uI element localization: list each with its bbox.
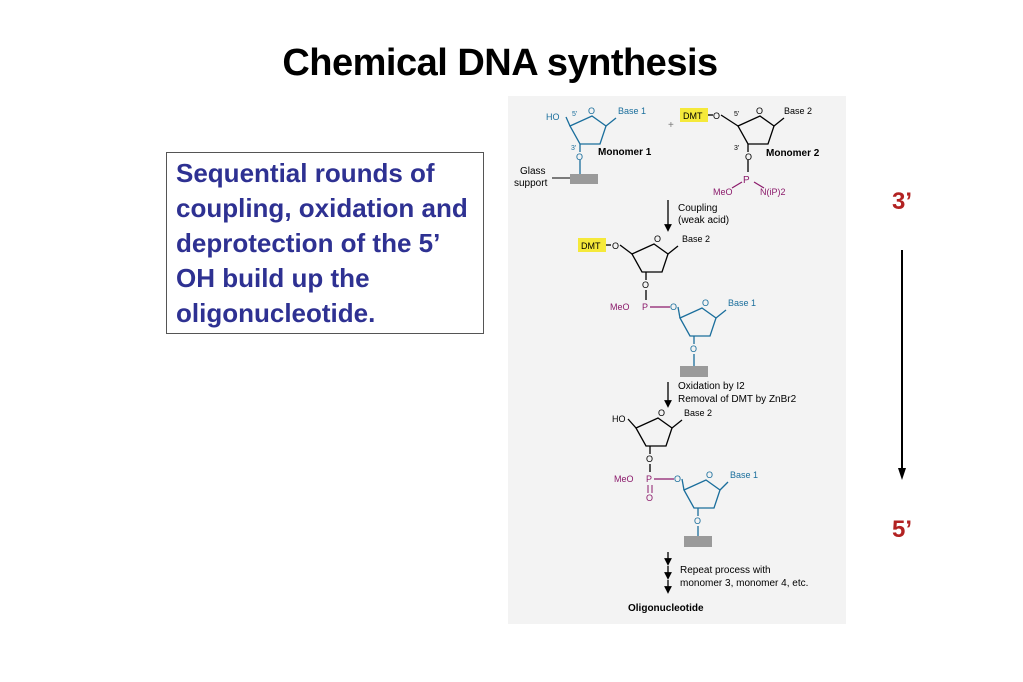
ho-label-d2: HO — [612, 414, 626, 424]
p-label-d2: P — [646, 474, 652, 484]
glass-label-2: support — [514, 178, 548, 189]
meo-label-d2: MeO — [614, 474, 634, 484]
dmt-badge-1 — [680, 108, 708, 122]
nip2-label: N(iP)2 — [760, 187, 786, 197]
prime3-label-m2: 3’ — [734, 145, 740, 152]
description-box — [166, 152, 484, 334]
step2-label-2: Removal of DMT by ZnBr2 — [678, 394, 797, 405]
o-support-d2: O — [694, 516, 701, 526]
o-link-d1: O — [670, 302, 677, 312]
plus-sign: + — [668, 120, 674, 131]
o-3prime-m2: O — [745, 152, 752, 162]
ring-o-label-d2: O — [658, 408, 665, 418]
o-label: O — [576, 152, 583, 162]
ho-label: HO — [546, 112, 560, 122]
direction-arrow — [898, 250, 906, 480]
support-block-d2 — [684, 536, 712, 547]
monomer-2 — [708, 114, 785, 172]
dinucleotide-upper — [606, 243, 679, 300]
deprotected-upper — [627, 417, 683, 472]
monomer1-label: Monomer 1 — [598, 147, 652, 158]
ring-o-label-m2: O — [756, 106, 763, 116]
base1-label-d2: Base 1 — [730, 470, 758, 480]
dmt-label-2: DMT — [581, 241, 601, 251]
dmt-label-1: DMT — [683, 111, 703, 121]
direction-end-label: 5’ — [892, 516, 913, 543]
ring-o-label: O — [588, 106, 595, 116]
o-label-d1: O — [612, 241, 619, 251]
base2-label-d2: Base 2 — [684, 408, 712, 418]
step1-label-2: (weak acid) — [678, 215, 729, 226]
prime5-label: 5’ — [572, 111, 578, 118]
p-label-m2: P — [743, 175, 750, 186]
slide-title: Chemical DNA synthesis — [282, 42, 718, 84]
glass-label-1: Glass — [520, 166, 546, 177]
oxo-label-d2: O — [646, 493, 653, 503]
monomer2-label: Monomer 2 — [766, 148, 820, 159]
o-link-d2: O — [674, 474, 681, 484]
ring-o-label-d1b: O — [702, 298, 709, 308]
dinucleotide-lower — [677, 306, 727, 366]
step3-label-2: monomer 3, monomer 4, etc. — [680, 578, 808, 589]
prime3-label: 3’ — [571, 145, 577, 152]
step3-label-1: Repeat process with — [680, 565, 771, 576]
base1-label-d1: Base 1 — [728, 298, 756, 308]
p-label-d1: P — [642, 302, 648, 312]
description-text: Sequential rounds of coupling, oxidation… — [176, 158, 468, 328]
base1-label: Base 1 — [618, 106, 646, 116]
support-block-d1 — [680, 366, 708, 377]
figure-background — [508, 96, 846, 624]
glass-support-block — [570, 174, 598, 184]
o-3prime-d1: O — [642, 280, 649, 290]
o-support-d1: O — [690, 344, 697, 354]
dna-synthesis-figure: HO 5’ O Base 1 3’ O Monomer 1 Glass supp… — [514, 106, 820, 614]
step2-label-1: Oxidation by I2 — [678, 381, 745, 392]
direction-start-label: 3’ — [892, 188, 913, 215]
meo-label-m2: MeO — [713, 187, 733, 197]
o-label-m2: O — [713, 111, 720, 121]
dmt-badge-2 — [578, 238, 606, 252]
base2-label-m2: Base 2 — [784, 106, 812, 116]
prime5-label-m2: 5’ — [734, 111, 740, 118]
monomer-1 — [565, 115, 617, 174]
base2-label-d1: Base 2 — [682, 234, 710, 244]
ring-o-label-d2b: O — [706, 470, 713, 480]
o-3prime-d2: O — [646, 454, 653, 464]
meo-label-d1: MeO — [610, 302, 630, 312]
deprotected-lower — [681, 478, 729, 536]
product-label: Oligonucleotide — [628, 603, 704, 614]
step1-label-1: Coupling — [678, 203, 717, 214]
ring-o-label-d1: O — [654, 234, 661, 244]
